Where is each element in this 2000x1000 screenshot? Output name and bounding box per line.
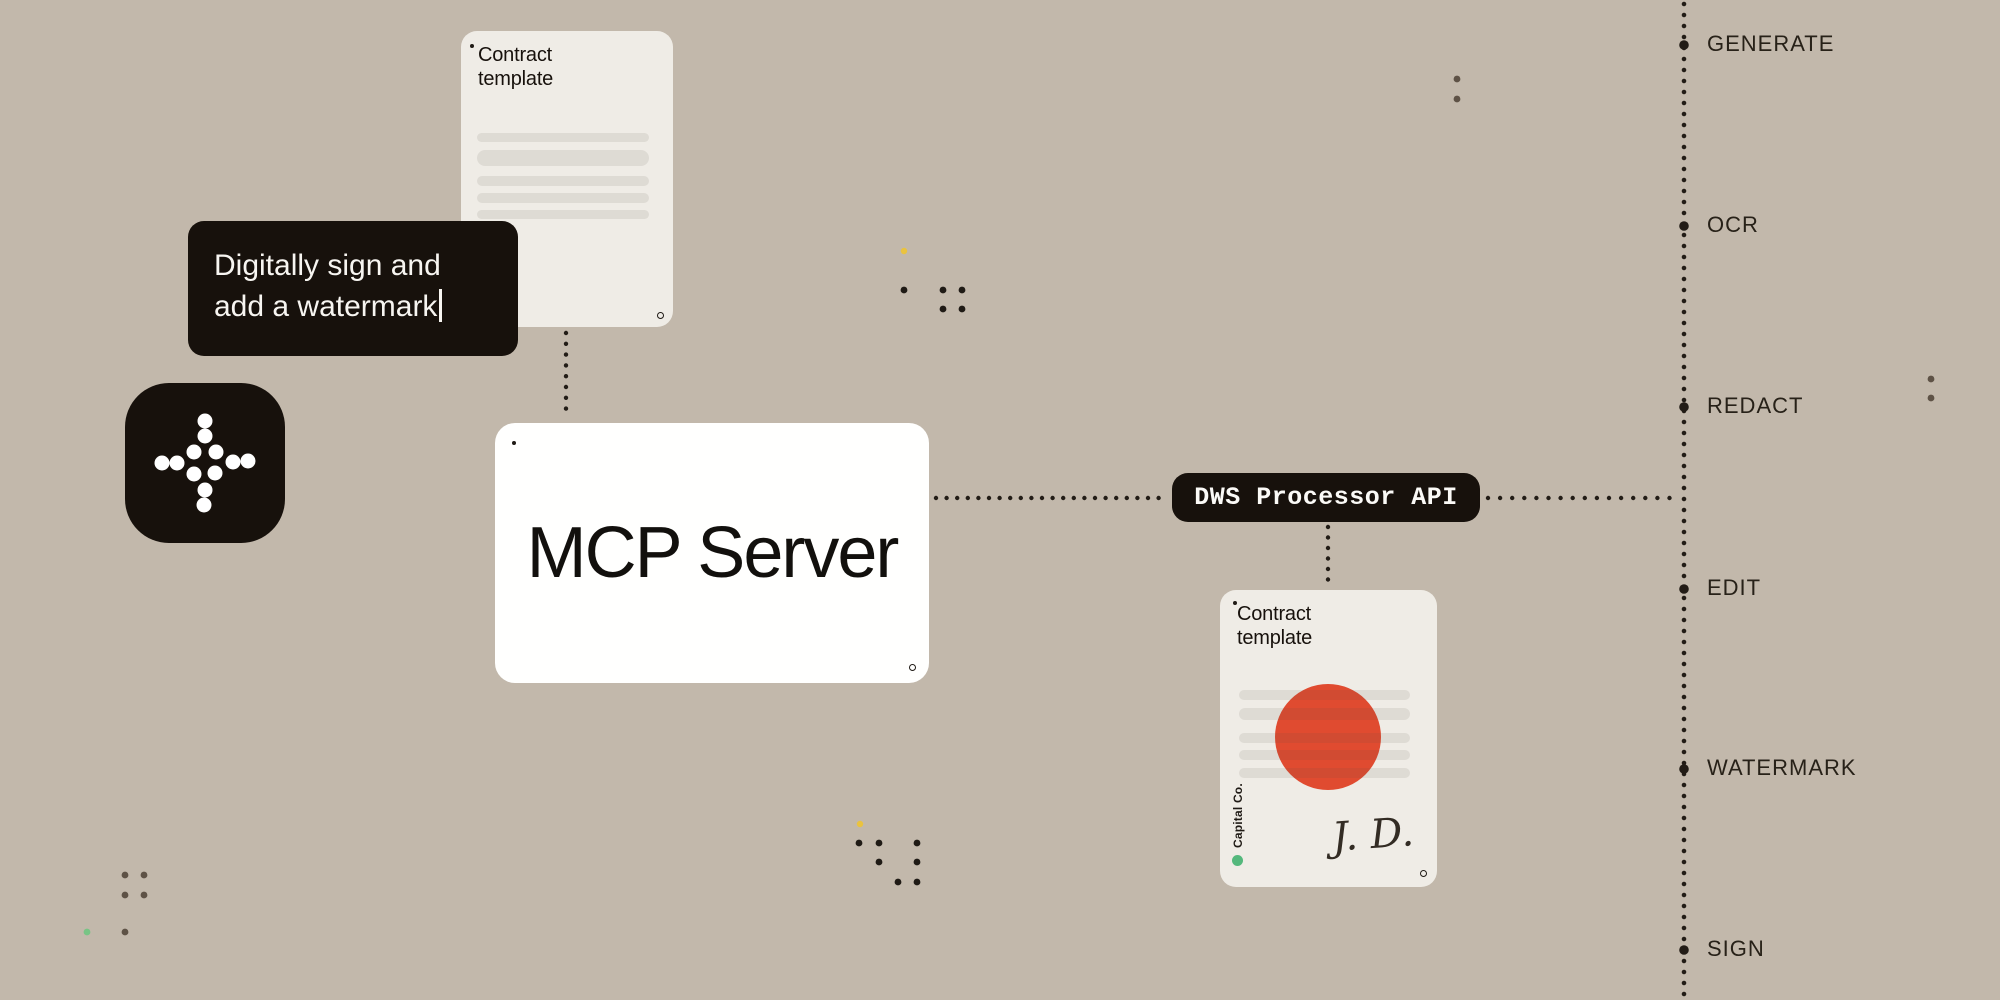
decor-dots-yellow [856,247,908,828]
op-label-sign: SIGN [1707,936,1765,961]
decor-dots-black [855,286,966,886]
dws-processor-api-label: DWS Processor API [1194,483,1458,512]
text-placeholder-bar [1239,708,1410,720]
decor-dots-brown [121,75,1935,936]
dots-plus-glyph [154,413,256,513]
prompt-line-2-text: add a watermark [214,290,438,323]
corner-dot [512,441,516,445]
dots-plus-logo-icon [125,383,285,543]
signed-card-title: Contract template [1237,603,1313,649]
signed-contract-card: Contract template Capital Co. J. D. [1220,590,1437,887]
rail-node-dots [1679,40,1689,955]
corner-ring [1420,870,1427,877]
prompt-line-2: add a watermark [214,286,518,327]
green-status-dot [1232,855,1243,866]
text-placeholder-bar [477,210,649,219]
text-placeholder-bar [477,193,649,203]
signature-text: J. D. [1330,809,1416,861]
contract-template-card: Contract template [461,31,673,327]
corner-dot [1233,601,1237,605]
text-placeholder-bar [477,133,649,142]
mcp-server-card: MCP Server [495,423,929,683]
op-label-ocr: OCR [1707,212,1759,237]
decor-dots-green [83,928,91,936]
dws-processor-api-pill: DWS Processor API [1172,473,1480,522]
mcp-server-title: MCP Server [526,513,900,593]
text-placeholder-bar [477,150,649,166]
text-placeholder-bar [477,176,649,186]
text-placeholder-bar [1239,690,1410,700]
text-placeholder-bar [1239,750,1410,760]
op-label-redact: REDACT [1707,393,1804,418]
corner-ring [909,664,916,671]
company-name-vertical: Capital Co. [1231,783,1245,848]
op-label-generate: GENERATE [1707,31,1835,56]
contract-card-title: Contract template [478,44,554,90]
prompt-bubble[interactable]: Digitally sign and add a watermark [188,221,518,356]
prompt-line-1: Digitally sign and [214,249,441,282]
text-cursor-icon [439,289,443,322]
op-label-edit: EDIT [1707,575,1762,600]
text-placeholder-bar [1239,733,1410,743]
corner-dot [470,44,474,48]
text-placeholder-bar [1239,768,1410,778]
corner-ring [657,312,664,319]
red-seal-circle [1275,684,1381,790]
op-label-watermark: WATERMARK [1707,755,1857,780]
